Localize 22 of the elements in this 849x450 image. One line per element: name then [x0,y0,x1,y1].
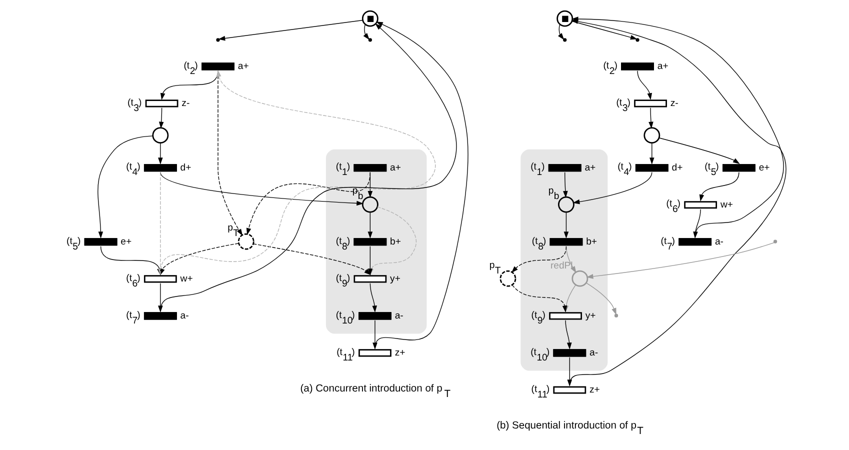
node-label: a- [590,347,598,358]
node-label: y+ [585,310,596,322]
node-label: a- [394,310,404,322]
node-label: y+ [390,273,400,284]
node-label: e+ [758,162,770,174]
node-label: w+ [720,199,733,210]
node-label: w+ [180,273,193,284]
node-label: b+ [586,236,598,248]
node-label: z+ [590,384,600,396]
node-label: a+ [657,60,668,72]
node-label: a- [180,310,189,322]
node-label: e+ [120,236,132,248]
node-label: d+ [180,162,192,174]
node-label: z- [182,98,190,109]
node-label: z- [670,98,678,109]
node-label: a- [714,236,724,248]
node-label: a+ [390,162,401,174]
node-label: a+ [238,60,249,72]
node-label: b+ [390,236,401,248]
node-label: z+ [394,347,406,358]
node-label: a+ [584,162,596,174]
node-label: d+ [672,162,683,174]
